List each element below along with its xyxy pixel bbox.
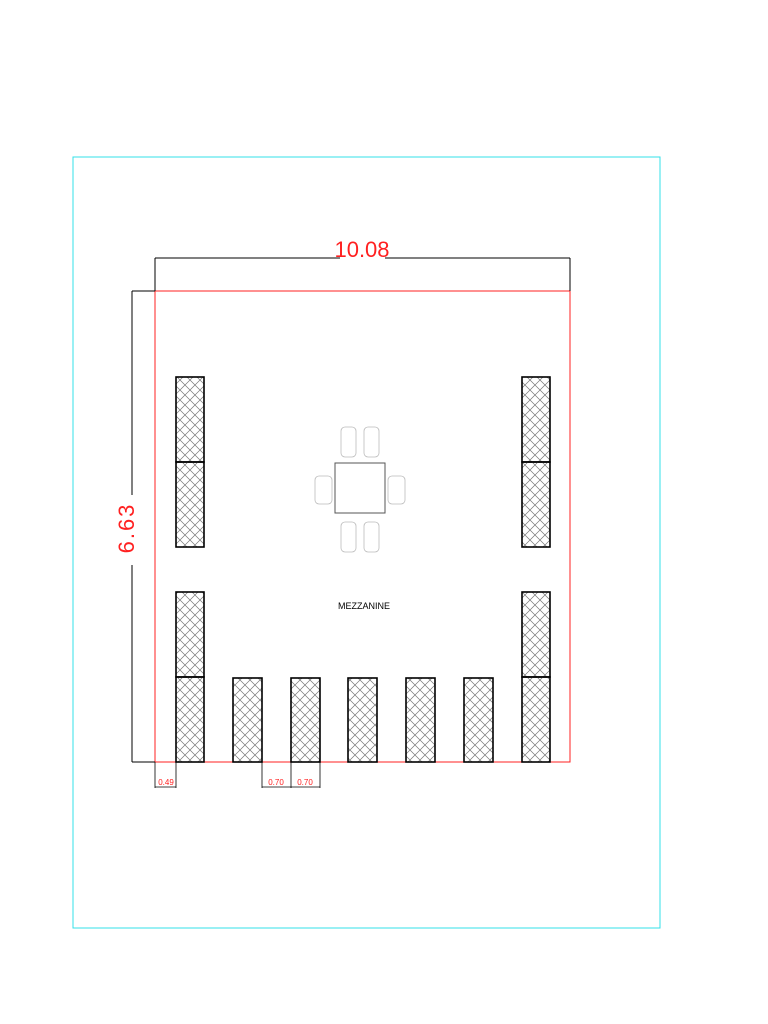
dining-set: [314, 426, 406, 553]
storage-unit: [521, 376, 551, 463]
storage-units: [175, 376, 551, 763]
storage-unit: [290, 677, 321, 763]
storage-unit: [463, 677, 494, 763]
width-dimension-label: 10.08: [334, 237, 389, 262]
storage-unit: [175, 376, 205, 463]
chair: [340, 426, 357, 458]
storage-unit: [521, 461, 551, 548]
height-dimension-label: 6.63: [114, 503, 139, 554]
chair: [387, 475, 406, 505]
room-label: MEZZANINE: [338, 601, 390, 611]
storage-unit: [175, 591, 205, 678]
storage-unit: [405, 677, 436, 763]
storage-unit: [521, 591, 551, 678]
storage-unit: [232, 677, 263, 763]
storage-unit: [175, 461, 205, 548]
table: [334, 462, 386, 514]
unit-dimension-label: 0.70: [297, 778, 313, 787]
gap-dimension-label: 0.70: [268, 778, 284, 787]
chair: [314, 475, 333, 505]
sheet-frame: [72, 156, 661, 929]
chair: [340, 521, 357, 553]
storage-unit: [521, 676, 551, 763]
chair: [363, 426, 380, 458]
offset-dimension-label: 0.49: [158, 778, 174, 787]
storage-unit: [347, 677, 378, 763]
bottom-dimensions: [154, 762, 321, 788]
width-dimension: [154, 257, 571, 291]
chair: [363, 521, 380, 553]
storage-unit: [175, 676, 205, 763]
